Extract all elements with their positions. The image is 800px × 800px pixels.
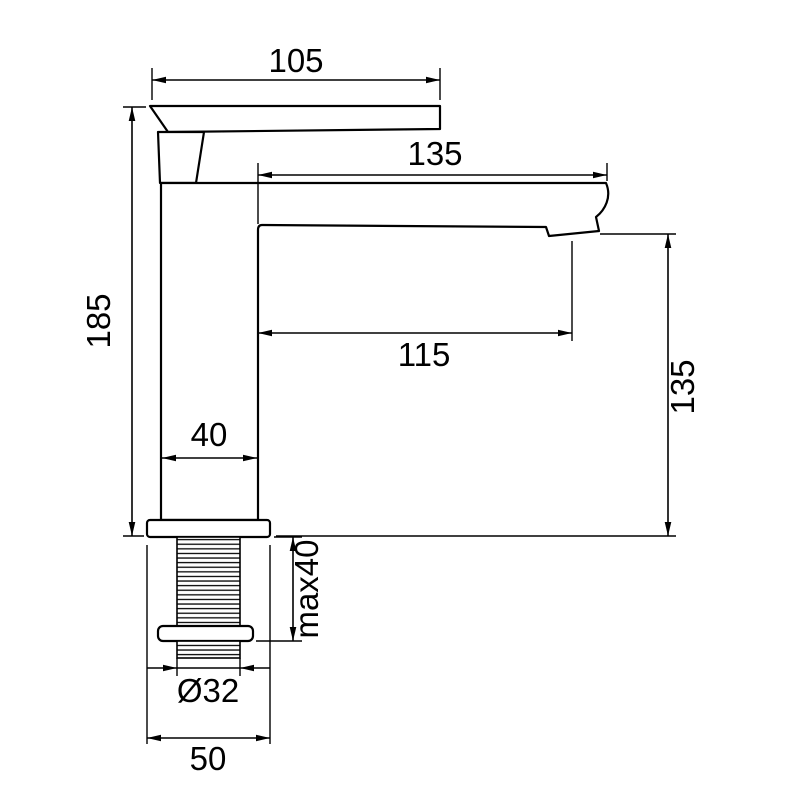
dim-label-handle-length: 105 bbox=[268, 42, 323, 79]
dim-label-thread-diameter: Ø32 bbox=[177, 672, 239, 709]
cartridge-neck bbox=[156, 130, 206, 185]
base-flange bbox=[145, 518, 272, 539]
dim-label-body-width: 40 bbox=[191, 416, 228, 453]
mounting-nut bbox=[156, 624, 255, 643]
thread-tail bbox=[176, 640, 241, 659]
dimension-handle-length: 105 bbox=[151, 42, 441, 100]
dim-label-base-width: 50 bbox=[190, 740, 227, 777]
dimension-spout-height: 135 bbox=[276, 233, 701, 537]
dim-label-spout-reach: 115 bbox=[398, 336, 451, 373]
dimension-thread-diameter: Ø32 bbox=[147, 658, 270, 709]
dimension-total-height: 185 bbox=[80, 106, 146, 537]
dim-label-total-height: 185 bbox=[80, 293, 117, 348]
dimension-mounting-max: max40 bbox=[256, 536, 325, 642]
dimension-spout-length: 135 bbox=[257, 135, 608, 224]
handle-lever bbox=[148, 104, 442, 134]
dimension-base-width: 50 bbox=[146, 545, 271, 777]
dim-label-spout-height: 135 bbox=[664, 359, 701, 414]
faucet-body-group bbox=[145, 104, 610, 659]
thread-shank bbox=[176, 536, 241, 627]
dimension-body-width: 40 bbox=[162, 416, 257, 462]
dim-label-spout-length: 135 bbox=[407, 135, 462, 172]
dim-label-mounting-max: max40 bbox=[288, 539, 325, 638]
body-and-spout bbox=[159, 181, 610, 522]
dimension-spout-reach: 115 bbox=[258, 241, 573, 373]
